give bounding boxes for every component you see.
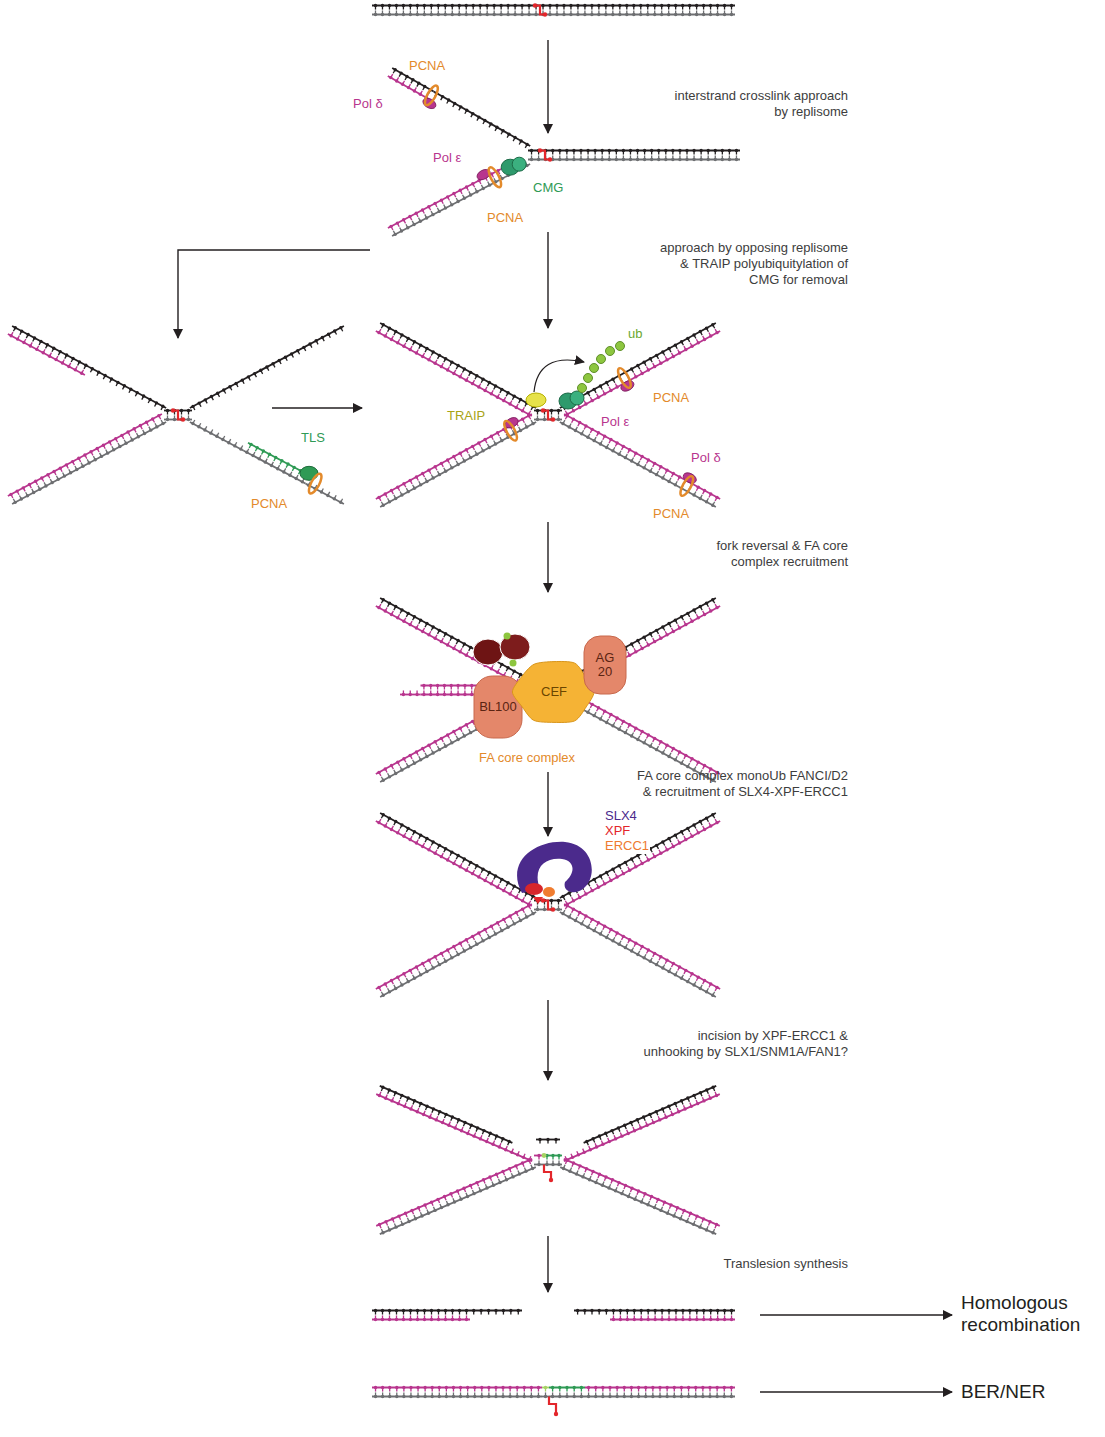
crosslink-end: [543, 12, 547, 16]
dna-backbone: [372, 5, 735, 7]
dna-backbone: [388, 76, 429, 99]
cmg-helicase: [570, 391, 584, 405]
dna-backbone: [380, 697, 536, 782]
dna-backbone: [190, 326, 344, 408]
dna-backbone: [564, 331, 720, 416]
dna-backbone: [12, 422, 166, 504]
ubiquitin: [584, 374, 593, 383]
traip-ligase: [526, 393, 546, 407]
step-arrow: [547, 522, 548, 592]
cmg-helicase: [512, 157, 526, 171]
dna-backbone: [372, 14, 735, 16]
pcna-ring: [502, 419, 520, 442]
pcna-ring: [306, 472, 323, 495]
crosslink-end: [171, 408, 175, 412]
dna-backbone: [434, 91, 531, 146]
dna-segment: [8, 414, 166, 504]
crosslink-end: [541, 408, 545, 412]
dna-segment: [434, 91, 531, 147]
pcna-ring: [678, 474, 696, 497]
dna-backbone: [89, 367, 166, 408]
dna-backbone: [528, 159, 740, 161]
dna-backbone: [8, 334, 85, 375]
dna-backbone: [528, 150, 740, 152]
dna-backbone: [421, 685, 483, 687]
pcna-ring: [486, 166, 503, 189]
dna-backbone: [376, 904, 532, 989]
dna-backbone: [560, 323, 716, 408]
dna-backbone: [380, 912, 536, 997]
dna-segment: [421, 684, 483, 696]
dna-segment: [376, 904, 536, 997]
crosslink-end: [533, 3, 537, 7]
dna-backbone: [400, 694, 421, 696]
dna-segment: [528, 149, 740, 161]
dna-backbone: [421, 694, 483, 696]
fanci-d2: [473, 639, 503, 665]
ubiquitin: [504, 633, 511, 640]
dna-segment: [376, 813, 536, 906]
dna-backbone: [560, 598, 716, 683]
dna-backbone: [190, 422, 244, 451]
step-arrow: [178, 250, 370, 338]
step-arrow: [547, 232, 548, 328]
ubiquitin: [597, 355, 606, 364]
dna-backbone: [376, 821, 532, 906]
dna-segment: [560, 323, 720, 416]
dna-backbone: [376, 414, 532, 499]
dna-segment: [164, 409, 192, 421]
dna-backbone: [380, 598, 536, 683]
dna-segment: [372, 4, 735, 16]
dna-segment: [8, 326, 89, 375]
ubiquitylation-arrow: [534, 360, 584, 392]
ubiquitin: [590, 364, 599, 373]
dna-backbone: [244, 451, 306, 484]
dna-backbone: [376, 331, 532, 416]
dna-segment: [190, 420, 244, 451]
dna-backbone: [380, 813, 536, 898]
dna-segment: [190, 326, 344, 410]
dna-segment: [89, 367, 166, 410]
pcna-ring: [616, 366, 634, 389]
step-arrow: [272, 407, 362, 408]
dna-backbone: [380, 323, 536, 408]
ubiquitin: [578, 384, 587, 393]
step-arrow: [547, 40, 548, 133]
dna-segment: [244, 443, 310, 484]
ubiquitin: [510, 660, 517, 667]
pcna-ring: [423, 84, 441, 107]
dna-segment: [376, 598, 536, 691]
crosslink-end: [551, 417, 555, 421]
ubiquitin: [616, 342, 625, 351]
dna-segment: [376, 414, 536, 507]
dna-segment: [400, 690, 421, 696]
dna-backbone: [8, 414, 162, 496]
crosslink-end: [538, 148, 542, 152]
crosslink-end: [181, 417, 185, 421]
crosslink-end: [548, 157, 552, 161]
dna-backbone: [380, 422, 536, 507]
step-arrow: [547, 772, 548, 836]
ubiquitin: [606, 347, 615, 356]
dna-segment: [534, 409, 562, 421]
dna-segment: [376, 323, 536, 416]
dna-backbone: [12, 326, 89, 367]
dna-backbone: [392, 177, 505, 236]
